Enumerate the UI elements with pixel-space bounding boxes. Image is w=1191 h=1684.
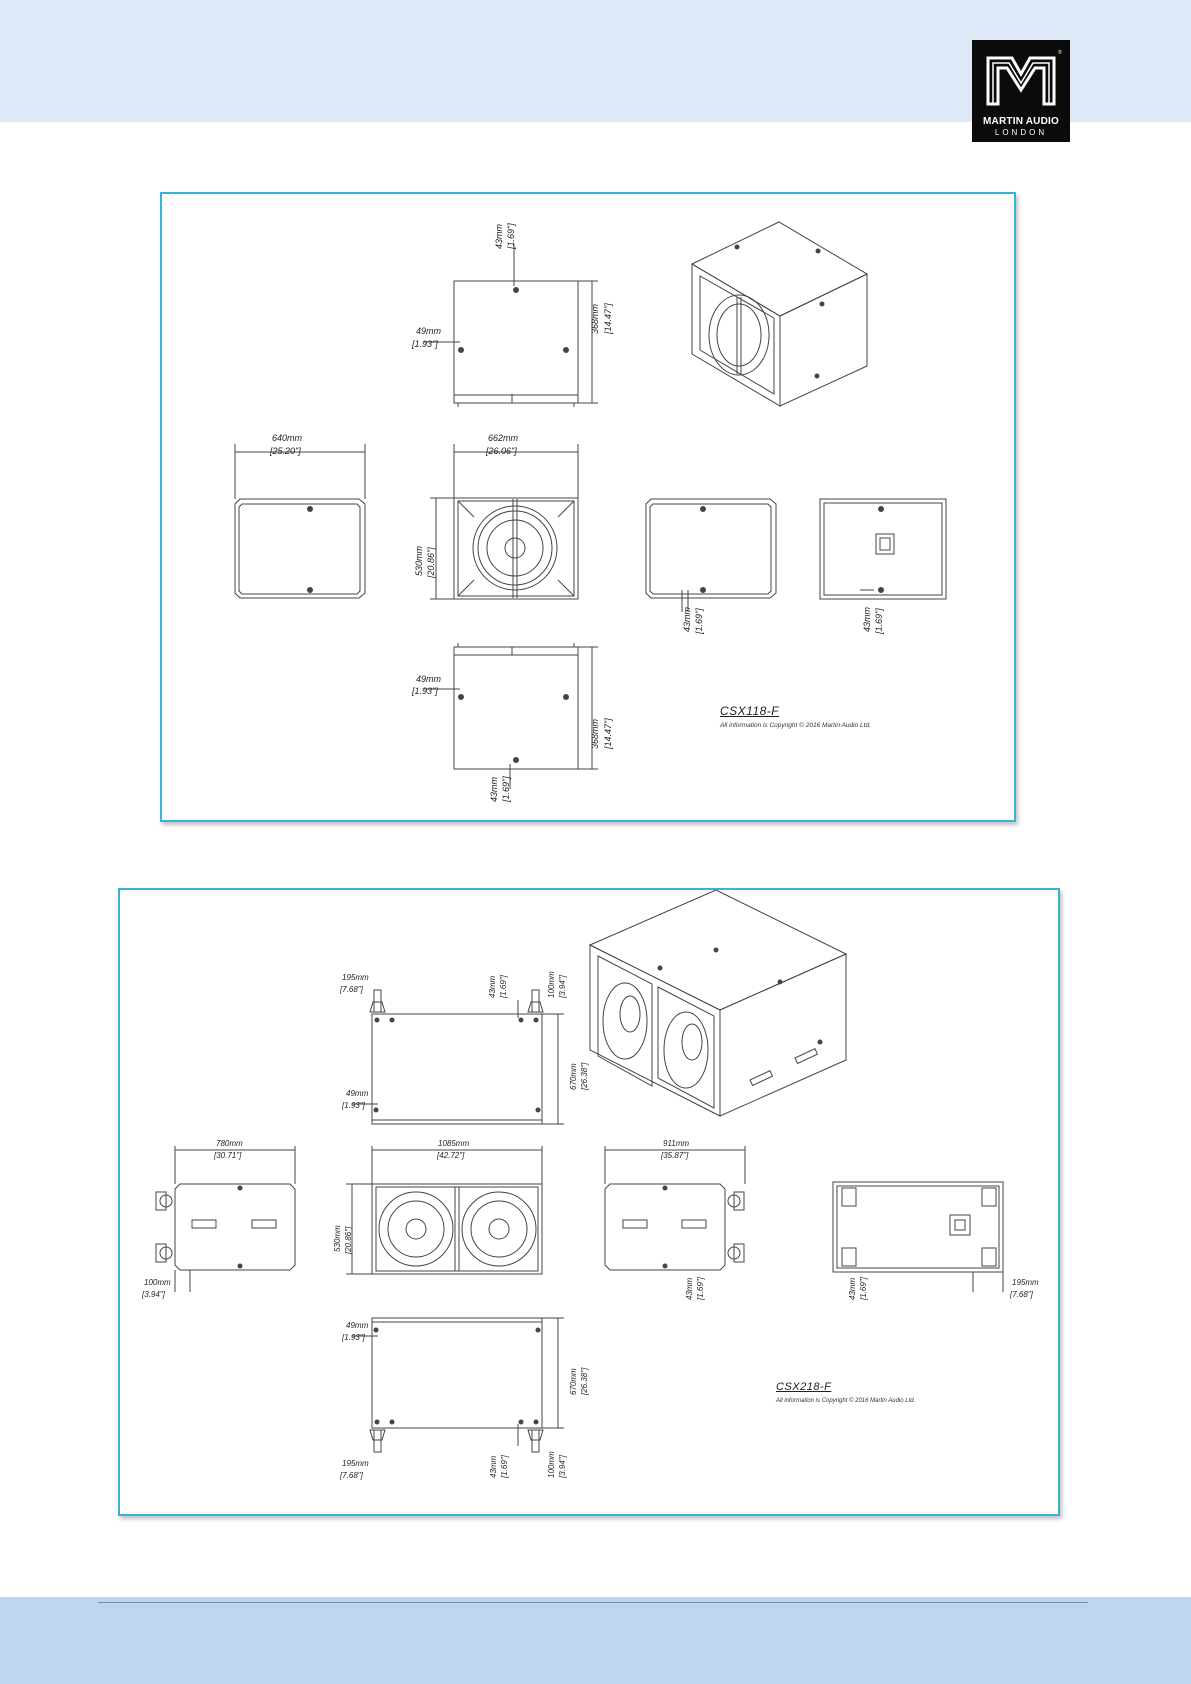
dim-label: [42.72"] xyxy=(436,1151,465,1160)
dim-label: [26.06"] xyxy=(485,446,517,456)
dim-label: [3.94"] xyxy=(558,1454,567,1479)
csx118-technical-drawing: 43mm [1.69"] 49mm [1.93"] 368mm [14.47"]… xyxy=(234,221,947,803)
page-footer xyxy=(0,1597,1191,1684)
dim-label: 1085mm xyxy=(438,1139,469,1148)
csx118-drawing-panel: 43mm [1.69"] 49mm [1.93"] 368mm [14.47"]… xyxy=(160,192,1016,822)
dim-label: 662mm xyxy=(488,433,519,443)
dim-label: 368mm xyxy=(590,303,600,334)
page-header: ® MARTIN AUDIO LONDON xyxy=(0,0,1191,142)
martin-audio-logo: ® MARTIN AUDIO LONDON xyxy=(972,40,1070,142)
dim-label: [7.68"] xyxy=(1009,1290,1034,1299)
dim-label: [1.69"] xyxy=(499,974,508,999)
dim-label: 43mm xyxy=(489,1455,498,1478)
dim-label: 195mm xyxy=(1012,1278,1039,1287)
dim-label: [1.69"] xyxy=(506,223,516,250)
dim-label: [1.93"] xyxy=(411,686,438,696)
dim-label: 640mm xyxy=(272,433,303,443)
dim-label: 43mm xyxy=(682,606,692,632)
csx218-drawing-panel: 195mm [7.68"] 43mm [1.69"] 100mm [3.94"]… xyxy=(118,888,1060,1516)
dim-label: 43mm xyxy=(685,1277,694,1300)
dim-label: 195mm xyxy=(342,973,369,982)
footer-divider xyxy=(98,1602,1088,1603)
dim-label: 530mm xyxy=(333,1225,342,1252)
martin-audio-m-mark-icon: ® xyxy=(986,49,1062,106)
dim-label: [26.38"] xyxy=(580,1367,589,1396)
dim-label: 780mm xyxy=(216,1139,243,1148)
dim-label: [1.93"] xyxy=(341,1333,366,1342)
dim-label: [20.86"] xyxy=(344,1226,353,1255)
csx118-back-view xyxy=(819,498,947,600)
csx218-model-label: CSX218-F xyxy=(776,1381,832,1393)
logo-brand-name: MARTIN AUDIO xyxy=(983,116,1059,127)
dim-label: 43mm xyxy=(494,223,504,249)
dim-label: 670mm xyxy=(569,1063,578,1090)
csx218-back-view xyxy=(832,1181,1004,1292)
dim-label: [1.69"] xyxy=(874,608,884,635)
csx118-copyright: All information is Copyright © 2016 Mart… xyxy=(720,722,871,729)
csx118-top-view xyxy=(424,244,598,407)
dim-label: [14.47"] xyxy=(603,718,613,750)
dim-label: [1.69"] xyxy=(501,776,511,803)
csx218-technical-drawing: 195mm [7.68"] 43mm [1.69"] 100mm [3.94"]… xyxy=(141,890,1039,1480)
csx118-side-view-left xyxy=(234,444,366,599)
dim-label: 530mm xyxy=(414,545,424,576)
dim-label: 43mm xyxy=(848,1277,857,1300)
dim-label: [1.93"] xyxy=(341,1101,366,1110)
dim-label: 911mm xyxy=(663,1139,689,1148)
dim-label: [14.47"] xyxy=(603,303,613,335)
dim-label: 49mm xyxy=(346,1089,369,1098)
dim-label: [7.68"] xyxy=(339,985,364,994)
dim-label: 100mm xyxy=(144,1278,171,1287)
csx118-bottom-view xyxy=(424,643,598,789)
dim-label: 43mm xyxy=(862,606,872,632)
dim-label: [1.69"] xyxy=(500,1454,509,1479)
csx118-front-view xyxy=(430,444,579,600)
csx218-side-view-right xyxy=(604,1146,746,1271)
dim-label: [3.94"] xyxy=(141,1290,166,1299)
dim-label: [1.93"] xyxy=(411,339,438,349)
csx118-isometric-view xyxy=(690,221,869,407)
csx218-copyright: All information is Copyright © 2016 Mart… xyxy=(776,1398,916,1404)
csx218-top-view xyxy=(352,989,564,1125)
dim-label: 368mm xyxy=(590,718,600,749)
dim-label: 49mm xyxy=(346,1321,369,1330)
dim-label: [26.38"] xyxy=(580,1062,589,1091)
dim-label: 100mm xyxy=(547,971,556,998)
dim-label: 43mm xyxy=(488,975,497,998)
csx218-side-view-left xyxy=(155,1146,296,1292)
dim-label: 43mm xyxy=(489,776,499,802)
csx218-bottom-view xyxy=(352,1317,564,1453)
csx218-front-view xyxy=(346,1146,543,1275)
dim-label: 49mm xyxy=(416,674,442,684)
dim-label: [20.86"] xyxy=(426,547,436,579)
dim-label: [25.20"] xyxy=(269,446,301,456)
logo-city: LONDON xyxy=(994,128,1048,137)
dim-label: [3.94"] xyxy=(558,974,567,999)
svg-text:®: ® xyxy=(1058,49,1062,56)
dim-label: [7.68"] xyxy=(339,1471,364,1480)
dim-label: [1.69"] xyxy=(859,1276,868,1301)
csx118-side-view-right xyxy=(645,498,777,612)
dim-label: [35.87"] xyxy=(660,1151,689,1160)
dim-label: [30.71"] xyxy=(213,1151,242,1160)
dim-label: 100mm xyxy=(547,1451,556,1478)
dim-label: 49mm xyxy=(416,326,442,336)
dim-label: [1.69"] xyxy=(694,608,704,635)
dim-label: [1.69"] xyxy=(696,1276,705,1301)
dim-label: 195mm xyxy=(342,1459,369,1468)
csx118-model-label: CSX118-F xyxy=(720,704,780,718)
csx218-isometric-view xyxy=(588,890,848,1117)
dim-label: 670mm xyxy=(569,1368,578,1395)
